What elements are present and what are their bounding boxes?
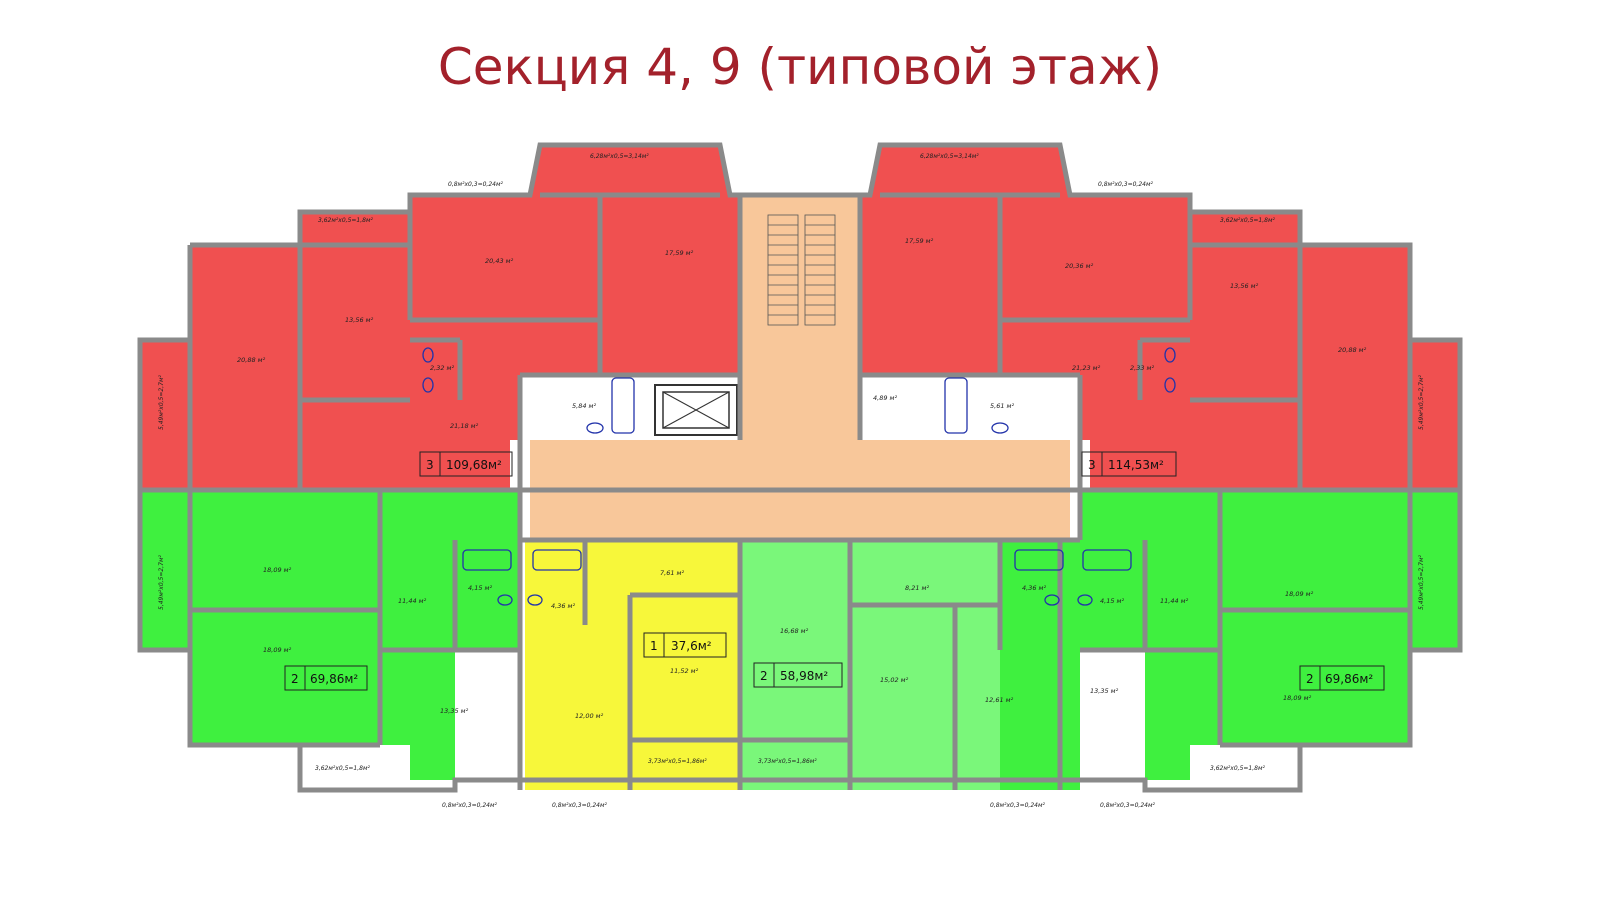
apt-tag-left-green: 2 69,86м² bbox=[284, 665, 368, 691]
label-r-561: 5,61 м² bbox=[990, 402, 1014, 410]
label-l-balc-bot: 3,62м²х0,5=1,8м² bbox=[315, 765, 370, 772]
label-r-2036: 20,36 м² bbox=[1065, 262, 1094, 270]
label-g-821: 8,21 м² bbox=[905, 584, 929, 592]
apt-tag-right-green: 2 69,86м² bbox=[1299, 665, 1385, 691]
label-l-1335: 13,35 м² bbox=[440, 707, 469, 715]
label-l-232: 2,32 м² bbox=[430, 364, 454, 372]
label-l-1809: 18,09 м² bbox=[263, 646, 292, 654]
label-r-small-balc: 0,8м²х0,3=0,24м² bbox=[1098, 181, 1153, 188]
elevator bbox=[654, 384, 738, 436]
label-l-side-bot: 5,49м²х0,5=2,7м² bbox=[158, 555, 165, 610]
label-r-436: 4,36 м² bbox=[1022, 584, 1046, 592]
svg-text:3: 3 bbox=[426, 458, 434, 472]
label-r-bay-top: 6,28м²х0,5=3,14м² bbox=[920, 153, 979, 160]
apartment-left-green[interactable] bbox=[140, 490, 520, 780]
label-g-balc-bot: 3,73м²х0,5=1,86м² bbox=[758, 758, 817, 765]
label-r-1356: 13,56 м² bbox=[1230, 282, 1259, 290]
label-l-1144: 11,44 м² bbox=[398, 597, 427, 605]
label-y-436: 4,36 м² bbox=[551, 602, 575, 610]
label-g-1261: 12,61 м² bbox=[985, 696, 1014, 704]
svg-text:58,98м²: 58,98м² bbox=[780, 669, 828, 683]
apt-tag-right-red: 3 114,53м² bbox=[1081, 451, 1177, 477]
label-l-small-balc: 0,8м²х0,3=0,24м² bbox=[448, 181, 503, 188]
svg-text:69,86м²: 69,86м² bbox=[1325, 672, 1373, 686]
label-r-1759: 17,59 м² bbox=[905, 237, 934, 245]
svg-text:1: 1 bbox=[650, 639, 658, 653]
label-l-1356: 13,56 м² bbox=[345, 316, 374, 324]
apt-tag-middle-green: 2 58,98м² bbox=[753, 662, 843, 688]
svg-text:2: 2 bbox=[291, 672, 299, 686]
label-l-2043: 20,43 м² bbox=[485, 257, 514, 265]
label-y-1152: 11,52 м² bbox=[670, 667, 699, 675]
label-r-2123: 21,23 м² bbox=[1072, 364, 1101, 372]
label-r-1609: 18,09 м² bbox=[1285, 590, 1314, 598]
bathroom-fixtures bbox=[422, 347, 1176, 606]
label-l-2088: 20,88 м² bbox=[237, 356, 266, 364]
label-y-761: 7,61 м² bbox=[660, 569, 684, 577]
stair-flight bbox=[767, 214, 836, 326]
walls bbox=[137, 142, 1463, 793]
svg-text:109,68м²: 109,68м² bbox=[446, 458, 502, 472]
svg-text:114,53м²: 114,53м² bbox=[1108, 458, 1164, 472]
svg-text:37,6м²: 37,6м² bbox=[671, 639, 712, 653]
label-r-balc-top: 3,62м²х0,5=1,8м² bbox=[1220, 217, 1275, 224]
label-l-1759: 17,59 м² bbox=[665, 249, 694, 257]
label-r-side-bot: 5,49м²х0,5=2,7м² bbox=[1418, 555, 1425, 610]
svg-text:69,86м²: 69,86м² bbox=[310, 672, 358, 686]
label-g-1502: 15,02 м² bbox=[880, 676, 909, 684]
label-r-2088: 20,88 м² bbox=[1338, 346, 1367, 354]
label-r-1335: 13,35 м² bbox=[1090, 687, 1119, 695]
label-r-small-bot: 0,8м²х0,3=0,24м² bbox=[1100, 802, 1155, 809]
label-l-584: 5,84 м² bbox=[572, 402, 596, 410]
label-r-415: 4,15 м² bbox=[1100, 597, 1124, 605]
label-l-small-bot: 0,8м²х0,3=0,24м² bbox=[442, 802, 497, 809]
label-y-small-bot: 0,8м²х0,3=0,24м² bbox=[552, 802, 607, 809]
label-r-1144: 11,44 м² bbox=[1160, 597, 1189, 605]
label-l-balc-top: 3,62м²х0,5=1,8м² bbox=[318, 217, 373, 224]
label-y-1200: 12,00 м² bbox=[575, 712, 604, 720]
label-l-1609: 18,09 м² bbox=[263, 566, 292, 574]
label-y-balc-bot: 3,73м²х0,5=1,86м² bbox=[648, 758, 707, 765]
apt-tag-yellow: 1 37,6м² bbox=[643, 632, 727, 658]
label-g-small-bot: 0,8м²х0,3=0,24м² bbox=[990, 802, 1045, 809]
page-title: Секция 4, 9 (типовой этаж) bbox=[437, 38, 1163, 96]
label-r-233: 2,33 м² bbox=[1130, 364, 1154, 372]
label-r-1809: 18,09 м² bbox=[1283, 694, 1312, 702]
stairwell bbox=[740, 195, 860, 440]
label-l-side-top: 5,49м²х0,5=2,7м² bbox=[158, 375, 165, 430]
svg-text:3: 3 bbox=[1088, 458, 1096, 472]
label-l-bay-top: 6,28м²х0,5=3,14м² bbox=[590, 153, 649, 160]
label-r-side-top: 5,49м²х0,5=2,7м² bbox=[1418, 375, 1425, 430]
label-r-balc-bot: 3,62м²х0,5=1,8м² bbox=[1210, 765, 1265, 772]
apt-tag-left-red: 3 109,68м² bbox=[419, 451, 513, 477]
label-l-415: 4,15 м² bbox=[468, 584, 492, 592]
svg-text:2: 2 bbox=[760, 669, 768, 683]
label-r-489: 4,89 м² bbox=[873, 394, 897, 402]
label-l-2118: 21,18 м² bbox=[450, 422, 479, 430]
apartment-middle-green[interactable] bbox=[740, 540, 1000, 790]
svg-text:2: 2 bbox=[1306, 672, 1314, 686]
label-g-1668: 16,68 м² bbox=[780, 627, 809, 635]
